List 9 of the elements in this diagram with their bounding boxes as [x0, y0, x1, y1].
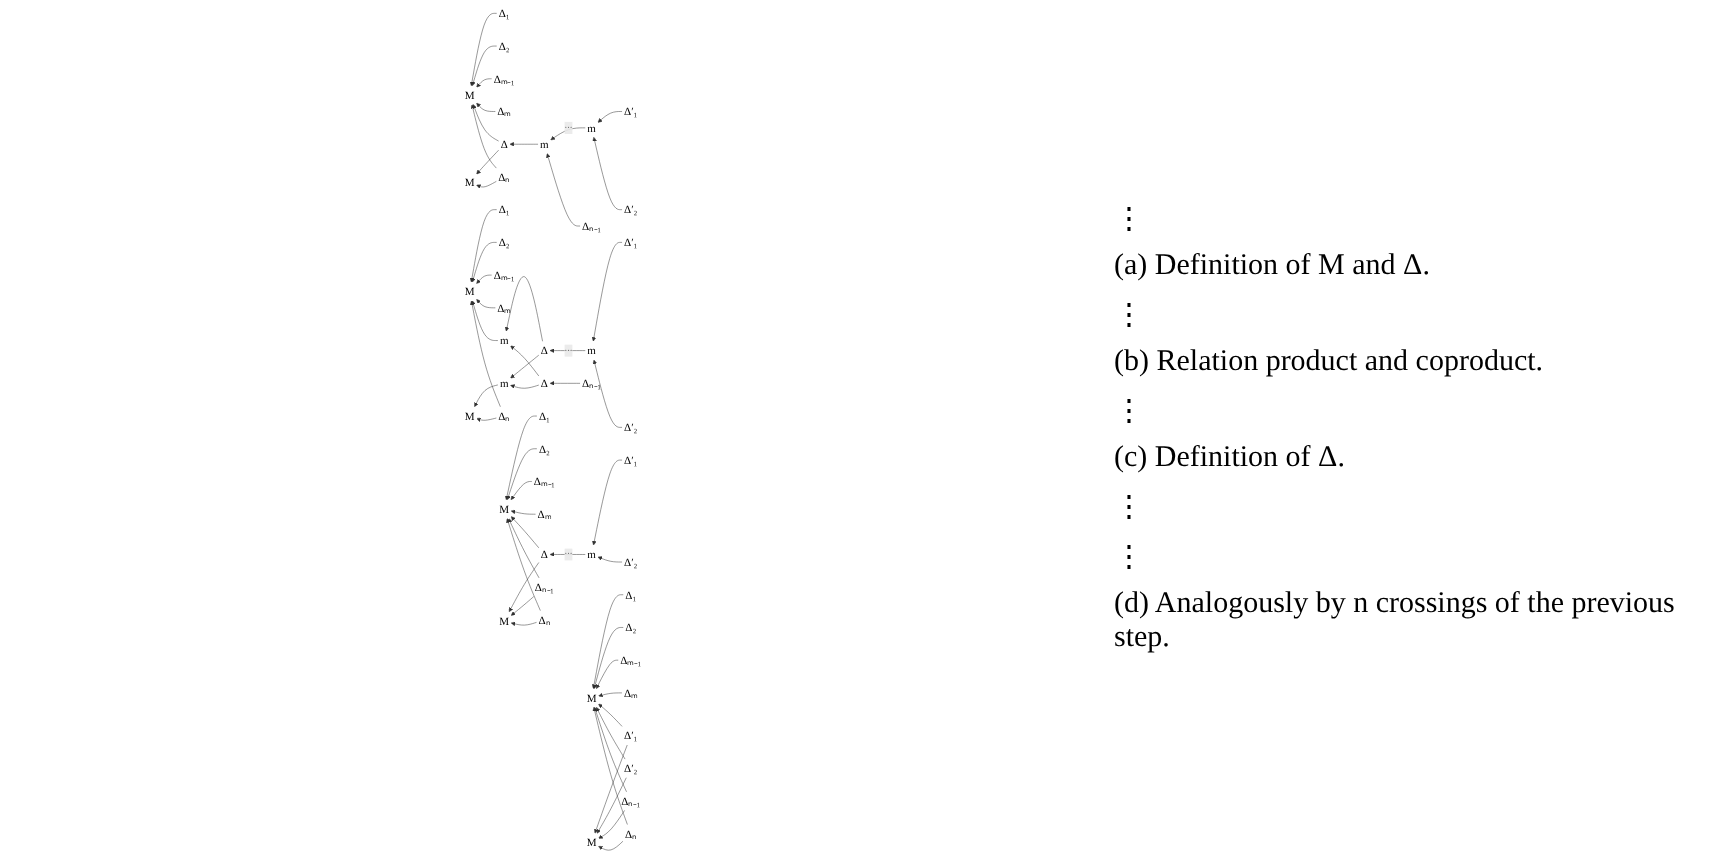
note-text: (c) Definition of Δ. — [1114, 442, 1347, 476]
note-text: ⋮ — [1114, 394, 1146, 430]
note-text: ⋮ — [1114, 202, 1146, 238]
note-text: (a) Definition of M and Δ. — [1114, 250, 1432, 284]
note-text: ⋮ — [1114, 540, 1146, 576]
note-text: ⋮ — [1114, 298, 1146, 334]
note-text: (b) Relation product and coproduct. — [1114, 346, 1546, 380]
note-text: ⋮ — [1114, 490, 1146, 526]
note-text: (d) Analogously by n crossings of the previous step. — [1114, 588, 1677, 656]
